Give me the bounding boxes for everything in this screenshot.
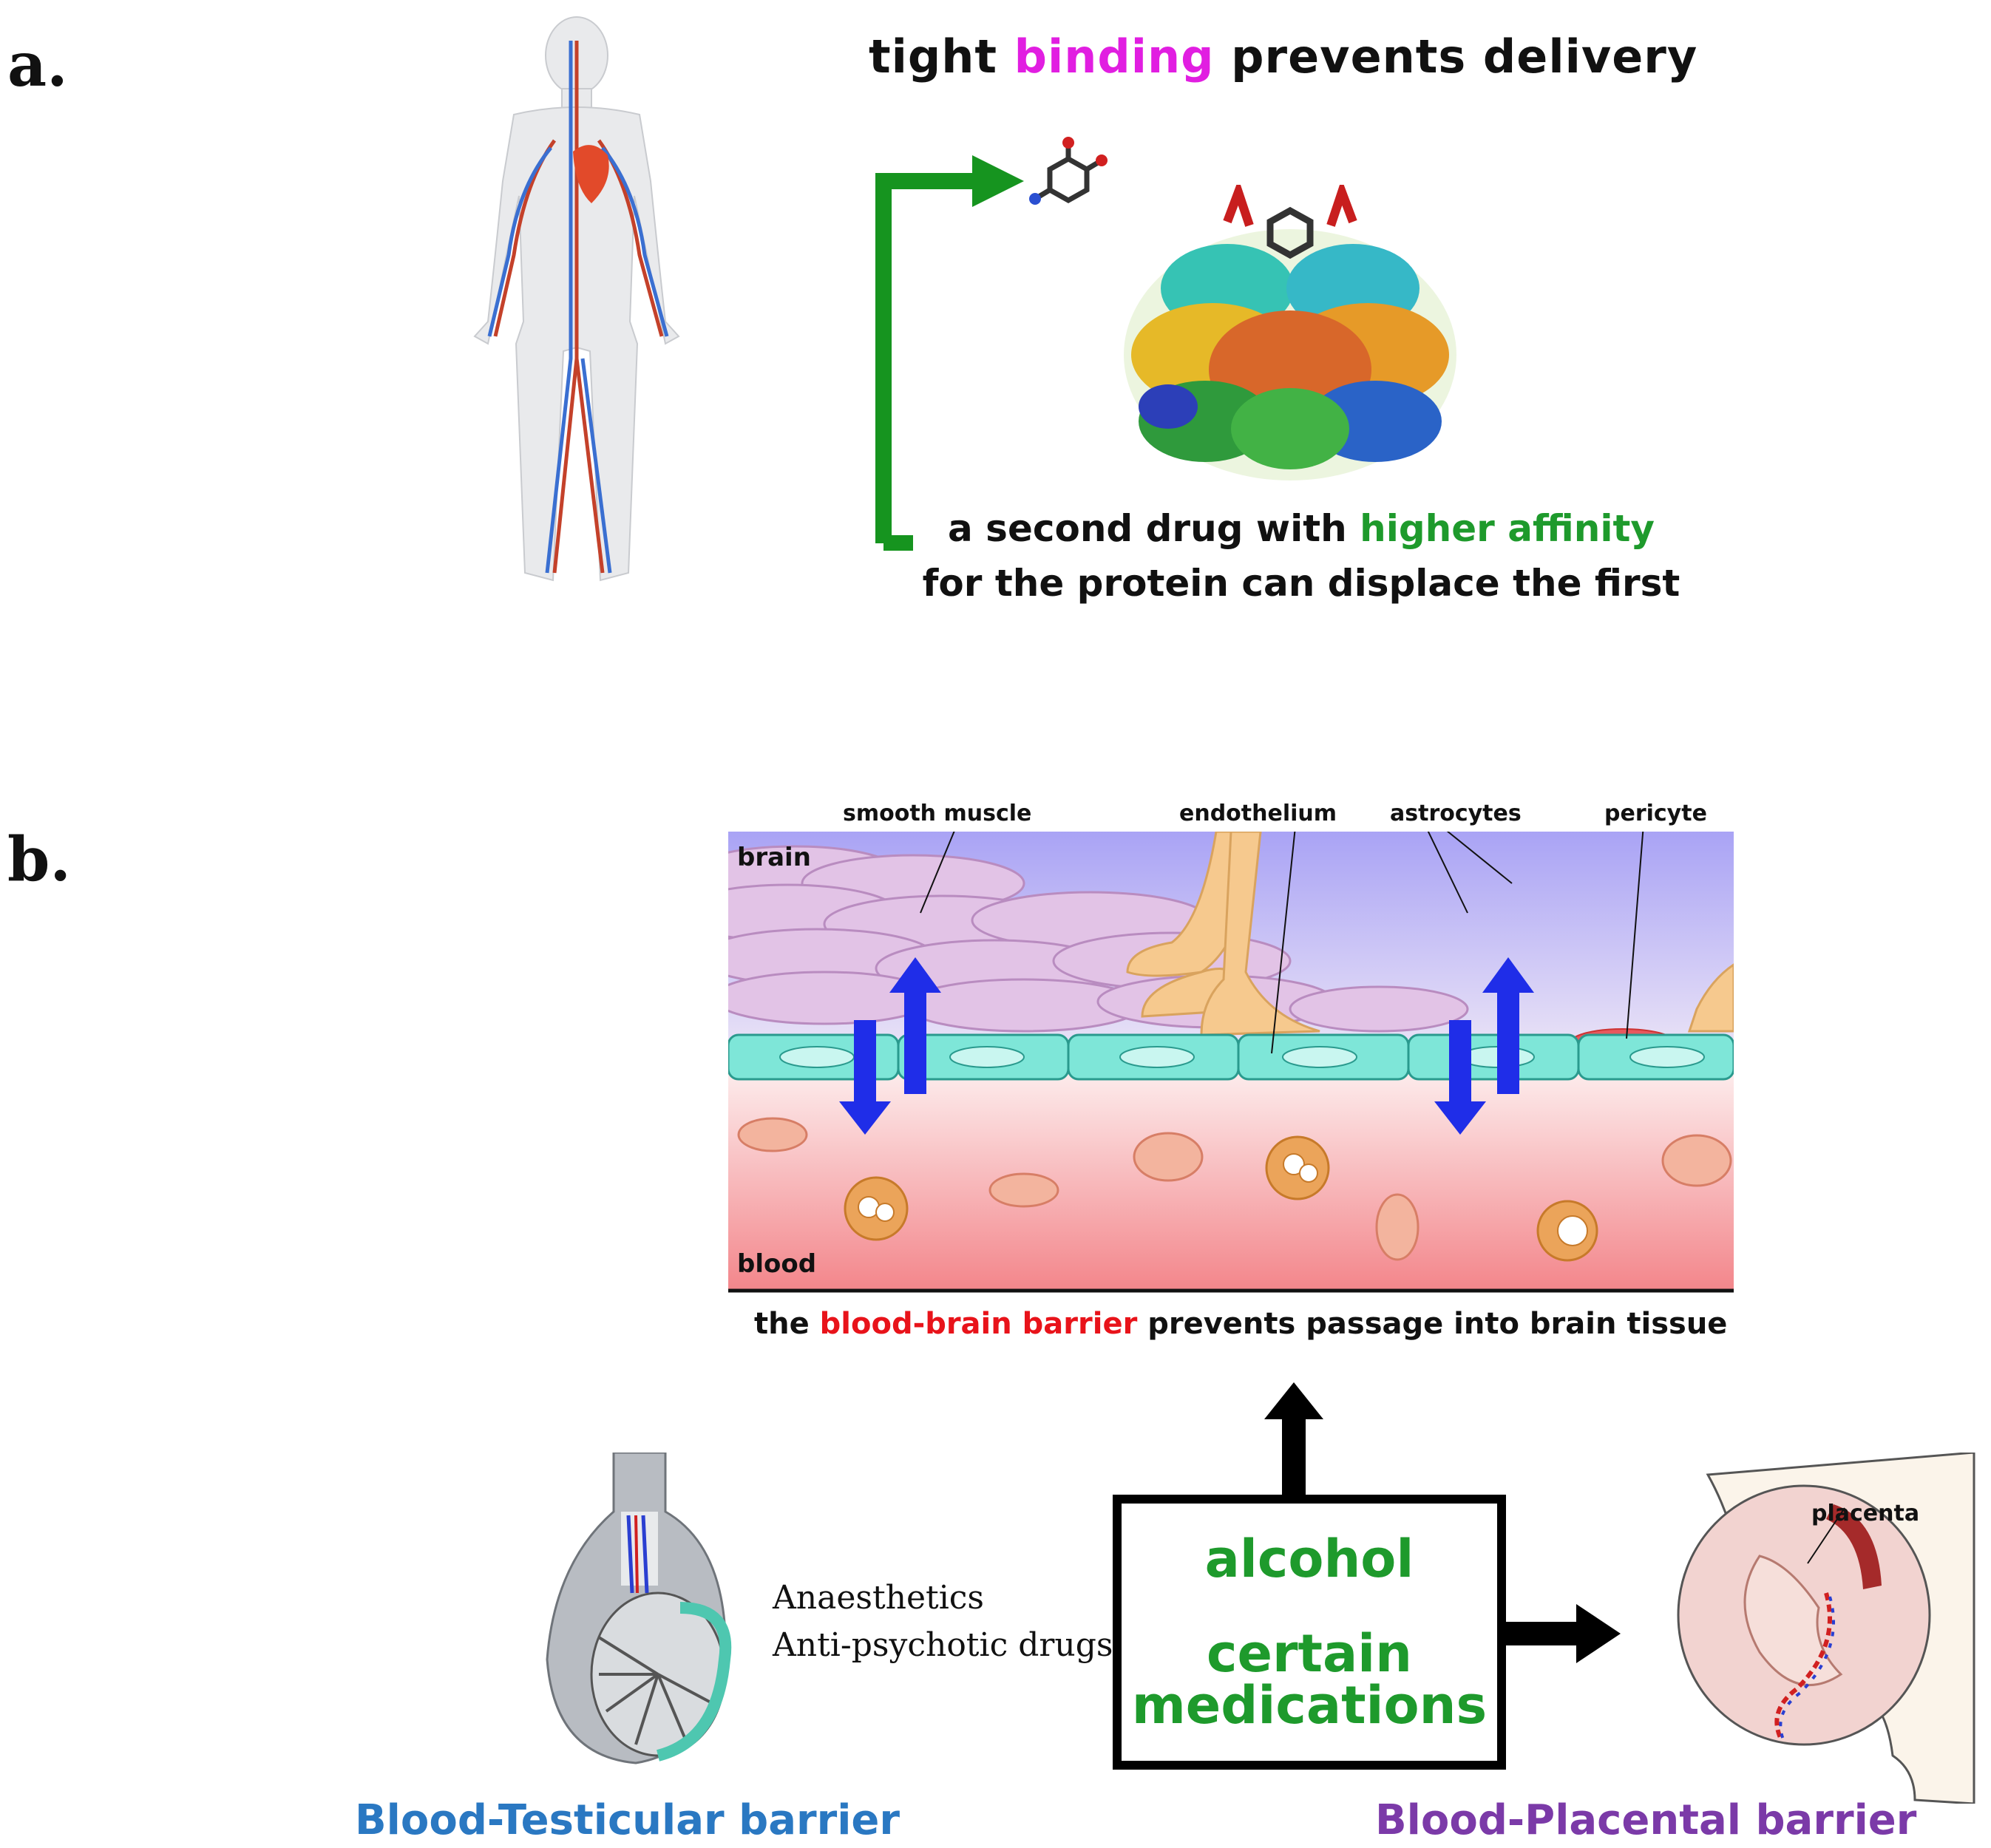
small-molecule-icon <box>1029 137 1108 205</box>
blood-placental-barrier-label: Blood-Placental barrier <box>1375 1796 1917 1844</box>
blood-brain-barrier-illustration <box>728 832 1734 1293</box>
endothelium-label: endothelium <box>1179 801 1337 826</box>
up-arrow <box>1264 1382 1323 1501</box>
drug-item-anaesthetics: Anaesthetics <box>773 1579 984 1617</box>
pericyte-label: pericyte <box>1604 801 1707 826</box>
astrocytes-label: astrocytes <box>1390 801 1522 826</box>
box-line-alcohol: alcohol <box>1204 1529 1414 1589</box>
bbb-caption: the blood-brain barrier prevents passage… <box>754 1307 1728 1341</box>
box-line-medications: medications <box>1131 1675 1488 1736</box>
box-line-certain: certain <box>1206 1623 1413 1684</box>
human-circulatory-illustration <box>473 16 680 582</box>
panel-a-label: a. <box>7 30 68 101</box>
panel-b-label: b. <box>7 824 71 895</box>
drug-list: Anaesthetics Anti-psychotic drugs <box>773 1574 1113 1669</box>
panel-a-caption-line1: a second drug with higher affinity <box>948 507 1655 550</box>
placenta-label: placenta <box>1811 1501 1920 1526</box>
panel-a-headline: tight binding prevents delivery <box>869 30 1698 84</box>
brain-label: brain <box>737 843 811 872</box>
testis-illustration <box>546 1453 732 1764</box>
blood-label: blood <box>737 1249 817 1279</box>
panel-a-caption-line2: for the protein can displace the first <box>922 562 1680 605</box>
displacement-arrow <box>875 155 1024 551</box>
pregnancy-illustration <box>1677 1453 1975 1804</box>
substances-box: alcohol certain medications <box>1113 1495 1506 1770</box>
blood-testicular-barrier-label: Blood-Testicular barrier <box>355 1796 900 1844</box>
right-arrow <box>1506 1604 1621 1663</box>
protein-structure-illustration <box>1124 185 1456 480</box>
drug-item-antipsychotic: Anti-psychotic drugs <box>773 1626 1113 1664</box>
smooth-muscle-label: smooth muscle <box>843 801 1032 826</box>
